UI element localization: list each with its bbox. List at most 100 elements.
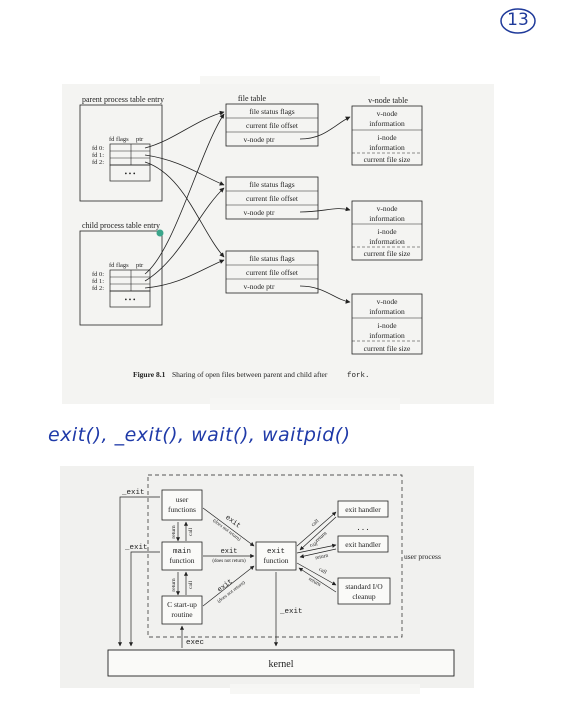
svg-text:v-node ptr: v-node ptr xyxy=(243,208,275,217)
svg-text:exit: exit xyxy=(267,548,285,556)
call-label: call xyxy=(310,518,320,528)
parent-fd-more xyxy=(109,164,151,182)
parent-fd-arrows xyxy=(144,110,225,258)
svg-text:file status flags: file status flags xyxy=(249,180,294,189)
user-process-boundary xyxy=(147,474,403,638)
parent-ptr-label: ptr xyxy=(136,136,144,143)
exit-function-box: exit function xyxy=(255,541,297,571)
call-label: call xyxy=(309,541,318,549)
underscore-exit-label: _exit xyxy=(279,608,303,616)
svg-text:current file size: current file size xyxy=(364,155,411,164)
call-label: call xyxy=(188,581,194,589)
handler-call-arrows xyxy=(296,511,337,593)
svg-text:information: information xyxy=(369,143,405,152)
svg-text:function: function xyxy=(170,556,195,565)
svg-text:v-node ptr: v-node ptr xyxy=(243,282,275,291)
svg-text:exit handler: exit handler xyxy=(345,505,381,514)
underscore-exit-paths xyxy=(117,496,279,648)
figure-caption-text: Sharing of open files between parent and… xyxy=(172,370,328,379)
svg-text:v-node ptr: v-node ptr xyxy=(243,135,275,144)
parent-process-title: parent process table entry xyxy=(82,95,164,104)
child-fd-flags-label: fd flags xyxy=(109,262,129,269)
child-fd1: fd 1: xyxy=(92,278,104,285)
child-process-box xyxy=(79,230,163,326)
file-table-entry-3: file status flags current file offset v-… xyxy=(225,250,319,294)
svg-text:i-node: i-node xyxy=(377,133,397,142)
main-function-box: main function xyxy=(161,541,203,571)
child-process-title: child process table entry xyxy=(82,221,160,230)
svg-text:v-node: v-node xyxy=(377,297,398,306)
figure-caption-label: Figure 8.1 xyxy=(133,370,166,379)
child-fd-ellipsis: • • • xyxy=(125,296,136,304)
return-label: return xyxy=(171,525,177,538)
vnode-entry-1: v-node information i-node information cu… xyxy=(351,105,423,166)
svg-text:file status flags: file status flags xyxy=(249,107,294,116)
green-mark xyxy=(156,229,164,237)
svg-text:kernel: kernel xyxy=(269,659,294,670)
standard-io-cleanup-box: standard I/O cleanup xyxy=(337,577,391,605)
page-number: 13 xyxy=(498,6,538,36)
exit-handler-ellipsis: . . . xyxy=(357,522,368,532)
child-fd-arrows xyxy=(144,113,225,289)
svg-text:function: function xyxy=(264,556,289,565)
svg-text:information: information xyxy=(369,119,405,128)
child-fd-table xyxy=(109,269,151,292)
svg-text:standard I/O: standard I/O xyxy=(345,582,383,591)
user-functions-box: user functions xyxy=(161,489,203,521)
svg-text:current file size: current file size xyxy=(364,249,411,258)
does-not-return-label: (does not return) xyxy=(212,559,246,564)
svg-text:main: main xyxy=(173,548,191,556)
child-fd2: fd 2: xyxy=(92,285,104,292)
svg-text:user: user xyxy=(176,495,189,504)
parent-fd-ellipsis: • • • xyxy=(125,170,136,178)
page-number-text: 13 xyxy=(507,10,529,30)
svg-text:information: information xyxy=(369,214,405,223)
tape-strip xyxy=(210,398,400,410)
figure-caption-code: fork. xyxy=(347,372,370,380)
parent-fd1: fd 1: xyxy=(92,152,104,159)
file-table-entry-2: file status flags current file offset v-… xyxy=(225,176,319,220)
child-fd-more xyxy=(109,290,151,308)
svg-text:current file offset: current file offset xyxy=(246,121,299,130)
file-table-entry-1: file status flags current file offset v-… xyxy=(225,103,319,147)
svg-text:i-node: i-node xyxy=(377,227,397,236)
svg-text:current file offset: current file offset xyxy=(246,268,299,277)
svg-text:v-node: v-node xyxy=(377,204,398,213)
svg-text:current file offset: current file offset xyxy=(246,194,299,203)
svg-text:i-node: i-node xyxy=(377,321,397,330)
svg-text:cleanup: cleanup xyxy=(352,592,376,601)
parent-fd2: fd 2: xyxy=(92,159,104,166)
parent-fd0: fd 0: xyxy=(92,145,104,152)
return-label: return xyxy=(315,553,329,562)
svg-text:C start-up: C start-up xyxy=(167,600,197,609)
exit-arrows xyxy=(202,507,255,607)
vnode-ptr-arrows xyxy=(299,116,351,304)
underscore-exit-label: _exit xyxy=(124,544,148,552)
svg-text:information: information xyxy=(369,331,405,340)
vnode-entry-3: v-node information i-node information cu… xyxy=(351,293,423,355)
kernel-box: kernel xyxy=(107,649,455,677)
svg-text:information: information xyxy=(369,307,405,316)
exit-handler-box-1: exit handler xyxy=(337,500,389,518)
return-label: return xyxy=(171,578,177,591)
svg-text:current file size: current file size xyxy=(364,344,411,353)
parent-fd-flags-label: fd flags xyxy=(109,136,129,143)
exec-label: exec xyxy=(186,639,204,647)
svg-text:file status flags: file status flags xyxy=(249,254,294,263)
svg-text:exit handler: exit handler xyxy=(345,540,381,549)
child-fd0: fd 0: xyxy=(92,271,104,278)
file-table-title: file table xyxy=(238,94,267,103)
svg-text:v-node: v-node xyxy=(377,109,398,118)
exit-label: exit xyxy=(221,548,238,556)
tape-strip xyxy=(230,684,420,694)
vnode-table-title: v-node table xyxy=(368,96,408,105)
call-label: call xyxy=(188,528,194,536)
svg-text:functions: functions xyxy=(168,505,196,514)
child-ptr-label: ptr xyxy=(136,262,144,269)
c-startup-routine-box: C start-up routine xyxy=(161,595,203,625)
parent-fd-table xyxy=(109,143,151,166)
svg-text:routine: routine xyxy=(171,610,193,619)
vnode-entry-2: v-node information i-node information cu… xyxy=(351,200,423,261)
user-process-label: user process xyxy=(404,552,441,561)
